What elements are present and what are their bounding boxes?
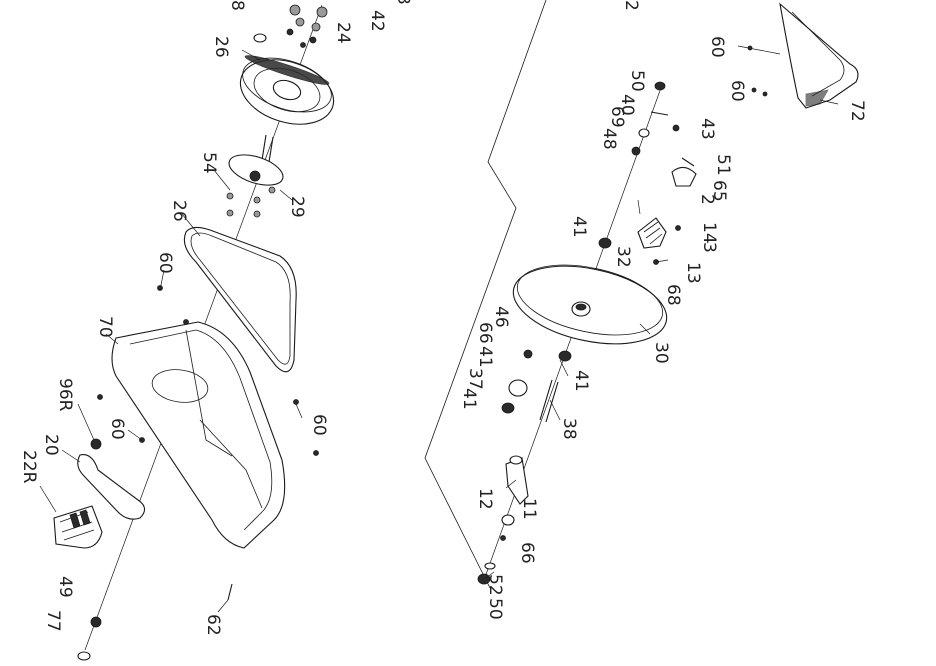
callout-label: 50	[627, 70, 647, 92]
callout-label: 3	[699, 242, 719, 253]
callout-label: 60	[107, 418, 127, 440]
bearings-and-shaft	[501, 237, 612, 423]
callout-label: 60	[309, 414, 329, 436]
callout-label: 40	[617, 94, 637, 116]
callout-label: 66	[475, 322, 495, 344]
callout-label: 48	[599, 128, 619, 150]
callout-label: 14	[699, 222, 719, 244]
flange-plate	[226, 134, 284, 218]
callout-label: 30	[651, 342, 671, 364]
callout-label: 41	[459, 388, 479, 410]
tensioner-bracket	[477, 455, 529, 585]
callout-label: 29	[287, 196, 307, 218]
callout-label: 41	[569, 216, 589, 238]
callout-label: 66	[517, 542, 537, 564]
callout-label: 32	[613, 246, 633, 268]
callout-labels: 8 42 3 24 26 54 29 26 60 70 96R 60 20 22…	[19, 0, 867, 636]
top-shield	[737, 2, 859, 109]
callout-label: 41	[475, 346, 495, 368]
callout-label: 62	[203, 614, 223, 636]
side-housing-cover	[97, 285, 319, 549]
nut-49	[90, 616, 102, 628]
callout-label: 49	[55, 576, 75, 598]
callout-label: 52	[485, 574, 505, 596]
callout-label: 2	[697, 194, 717, 205]
callout-label: 70	[95, 316, 115, 338]
upper-hardware	[631, 81, 680, 156]
brake-components	[637, 157, 697, 265]
callout-label: 43	[697, 118, 717, 140]
callout-label: 54	[199, 152, 219, 174]
cap-77	[77, 651, 91, 661]
callout-label: 72	[847, 100, 867, 122]
callout-label: 2	[621, 0, 641, 11]
bolt-62	[227, 583, 233, 601]
callout-label: 60	[727, 80, 747, 102]
callout-label: 26	[169, 200, 189, 222]
pedal	[53, 505, 103, 549]
callout-label: 12	[475, 488, 495, 510]
callout-label: 3	[393, 0, 413, 5]
leader-lines	[39, 49, 839, 613]
callout-label: 69	[607, 106, 627, 128]
callout-label: 24	[333, 22, 353, 44]
callout-label: 60	[155, 252, 175, 274]
callout-label: 26	[211, 36, 231, 58]
callout-label: 13	[683, 262, 703, 284]
callout-label: 42	[367, 10, 387, 32]
callout-label: 96R	[55, 378, 75, 412]
large-pulley	[239, 55, 335, 125]
callout-label: 8	[227, 0, 247, 11]
crank-arm	[77, 438, 146, 520]
callout-label: 20	[41, 434, 61, 456]
callout-label: 50	[485, 598, 505, 620]
callout-label: 46	[491, 306, 511, 328]
callout-label: 77	[43, 610, 63, 632]
top-hardware-cluster	[253, 4, 328, 48]
assembly-divider	[424, 0, 547, 589]
callout-label: 41	[571, 370, 591, 392]
callout-label: 37	[465, 368, 485, 390]
callout-label: 38	[559, 418, 579, 440]
callout-label: 60	[707, 36, 727, 58]
callout-label: 68	[663, 284, 683, 306]
callout-label: 22R	[19, 450, 39, 484]
flywheel	[512, 264, 668, 345]
drive-belt	[183, 226, 297, 373]
callout-label: 65	[709, 180, 729, 202]
callout-label: 11	[519, 498, 539, 520]
drive-belt-inner	[190, 232, 291, 365]
callout-label: 51	[713, 154, 733, 176]
